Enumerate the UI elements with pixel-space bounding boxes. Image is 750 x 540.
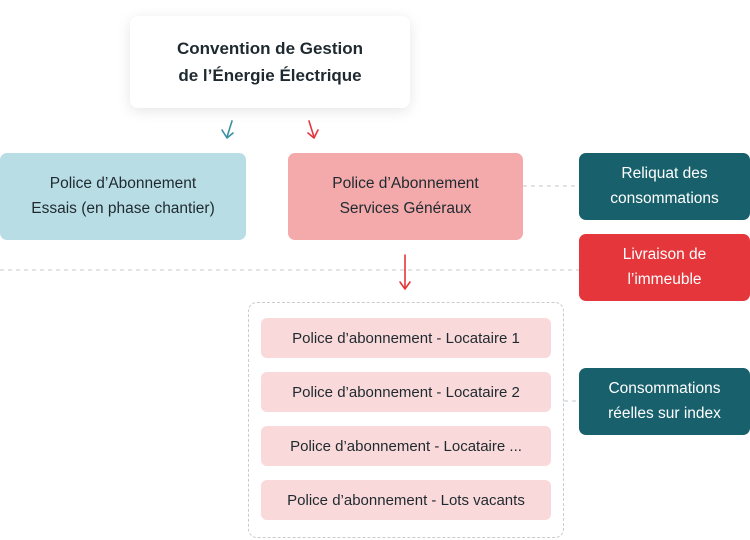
- locataire-n-box: Police d’abonnement - Locataire ...: [261, 426, 551, 466]
- police-services-line1: Police d’Abonnement: [332, 175, 479, 193]
- locataire-1-box: Police d’abonnement - Locataire 1: [261, 318, 551, 358]
- livraison-line1: Livraison de: [622, 246, 707, 264]
- police-services-box: Police d’Abonnement Services Généraux: [288, 153, 523, 240]
- convention-line1: Convention de Gestion: [176, 38, 364, 58]
- police-services-line2: Services Généraux: [339, 199, 472, 217]
- lots-vacants-box: Police d’abonnement - Lots vacants: [261, 480, 551, 520]
- locataire-2-box: Police d’abonnement - Locataire 2: [261, 372, 551, 412]
- livraison-line2: l’immeuble: [627, 270, 702, 288]
- convention-line2: de l’Énergie Électrique: [178, 66, 362, 85]
- arrow-to-services-icon: [307, 120, 319, 139]
- reliquat-line2: consommations: [610, 189, 719, 207]
- arrow-to-locataires-icon: [399, 254, 411, 290]
- arrow-to-essais-icon: [221, 120, 234, 139]
- police-essais-box: Police d’Abonnement Essais (en phase cha…: [0, 153, 246, 240]
- reliquat-box: Reliquat des consommations: [579, 153, 750, 220]
- consommations-line2: réelles sur index: [608, 404, 721, 422]
- consommations-line1: Consommations: [608, 380, 721, 398]
- consommations-reelles-box: Consommations réelles sur index: [579, 368, 750, 435]
- police-essais-line1: Police d’Abonnement: [49, 175, 197, 193]
- locataires-group: [248, 302, 564, 538]
- convention-box: Convention de Gestion de l’Énergie Élect…: [130, 16, 410, 108]
- police-essais-line2: Essais (en phase chantier): [31, 199, 215, 217]
- reliquat-line1: Reliquat des: [621, 165, 708, 183]
- livraison-box: Livraison de l’immeuble: [579, 234, 750, 301]
